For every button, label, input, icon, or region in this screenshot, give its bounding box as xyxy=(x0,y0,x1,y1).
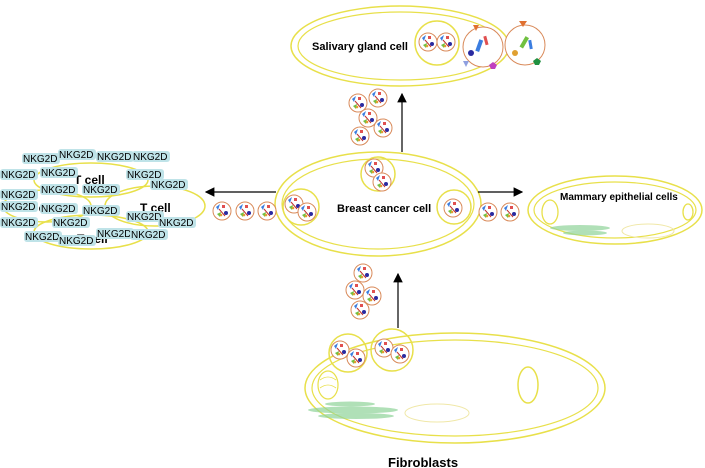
nkg2d-receptor: NKG2D xyxy=(150,179,188,191)
nkg2d-label: NKG2D xyxy=(1,218,35,229)
nkg2d-label: NKG2D xyxy=(97,229,131,240)
nkg2d-receptor: NKG2D xyxy=(40,167,78,179)
salivary-internal-exosomes xyxy=(418,32,456,52)
nkg2d-label: NKG2D xyxy=(1,170,35,181)
nkg2d-receptor: NKG2D xyxy=(130,229,168,241)
nkg2d-label: NKG2D xyxy=(127,212,161,223)
nkg2d-label: NKG2D xyxy=(97,152,131,163)
salivary-gland-cell: Salivary gland cell xyxy=(290,5,510,87)
nkg2d-label: NKG2D xyxy=(53,218,87,229)
nkg2d-receptor: NKG2D xyxy=(58,235,96,247)
nkg2d-label: NKG2D xyxy=(41,204,75,215)
fibroblasts-label: Fibroblasts xyxy=(388,455,458,468)
nkg2d-receptor: NKG2D xyxy=(132,151,170,163)
nkg2d-label: NKG2D xyxy=(131,230,165,241)
nkg2d-label: NKG2D xyxy=(41,185,75,196)
nkg2d-label: NKG2D xyxy=(133,152,167,163)
nkg2d-label: NKG2D xyxy=(59,150,93,161)
nkg2d-receptor: NKG2D xyxy=(96,228,134,240)
nkg2d-label: NKG2D xyxy=(23,154,57,165)
nkg2d-label: NKG2D xyxy=(59,236,93,247)
breast-cancer-cell: Breast cancer cell xyxy=(274,151,482,257)
t-cell-label-top: T cell xyxy=(74,173,105,187)
nkg2d-label: NKG2D xyxy=(1,190,35,201)
fibroblast-er xyxy=(308,401,398,419)
mammary-er xyxy=(550,225,610,236)
nkg2d-receptor: NKG2D xyxy=(0,169,38,181)
nkg2d-receptor: NKG2D xyxy=(158,217,196,229)
nkg2d-label: NKG2D xyxy=(25,232,59,243)
exosomes-to-mammary xyxy=(478,202,520,222)
nkg2d-receptor: NKG2D xyxy=(0,201,38,213)
nkg2d-receptor: NKG2D xyxy=(126,169,164,181)
nkg2d-label: NKG2D xyxy=(127,170,161,181)
exosomes-to-tcells xyxy=(212,201,277,221)
nkg2d-receptor: NKG2D xyxy=(58,149,96,161)
nkg2d-receptor: NKG2D xyxy=(126,211,164,223)
nkg2d-receptor: NKG2D xyxy=(22,153,60,165)
salivary-gland-cell-label: Salivary gland cell xyxy=(312,41,408,53)
nkg2d-receptor: NKG2D xyxy=(96,151,134,163)
exosomes-to-salivary xyxy=(348,88,393,146)
mammary-epithelial-cell: Mammary epithelial cells xyxy=(527,175,703,245)
nkg2d-receptor: NKG2D xyxy=(0,189,38,201)
nkg2d-label: NKG2D xyxy=(83,206,117,217)
nkg2d-receptor: NKG2D xyxy=(82,205,120,217)
enlarged-exosomes xyxy=(462,21,546,69)
nkg2d-receptor: NKG2D xyxy=(40,203,78,215)
nkg2d-receptor: NKG2D xyxy=(52,217,90,229)
nkg2d-label: NKG2D xyxy=(1,202,35,213)
fibroblast-cell xyxy=(304,328,606,444)
breast-cancer-cell-label: Breast cancer cell xyxy=(337,203,431,215)
nkg2d-receptor: NKG2D xyxy=(82,184,120,196)
nkg2d-receptor: NKG2D xyxy=(24,231,62,243)
nkg2d-receptor: NKG2D xyxy=(0,217,38,229)
exosomes-from-fibroblast xyxy=(345,263,382,320)
mammary-epithelial-cells-label: Mammary epithelial cells xyxy=(560,192,678,203)
nkg2d-receptor: NKG2D xyxy=(40,184,78,196)
nkg2d-label: NKG2D xyxy=(41,168,75,179)
nkg2d-label: NKG2D xyxy=(151,180,185,191)
nkg2d-label: NKG2D xyxy=(83,185,117,196)
nkg2d-label: NKG2D xyxy=(159,218,193,229)
